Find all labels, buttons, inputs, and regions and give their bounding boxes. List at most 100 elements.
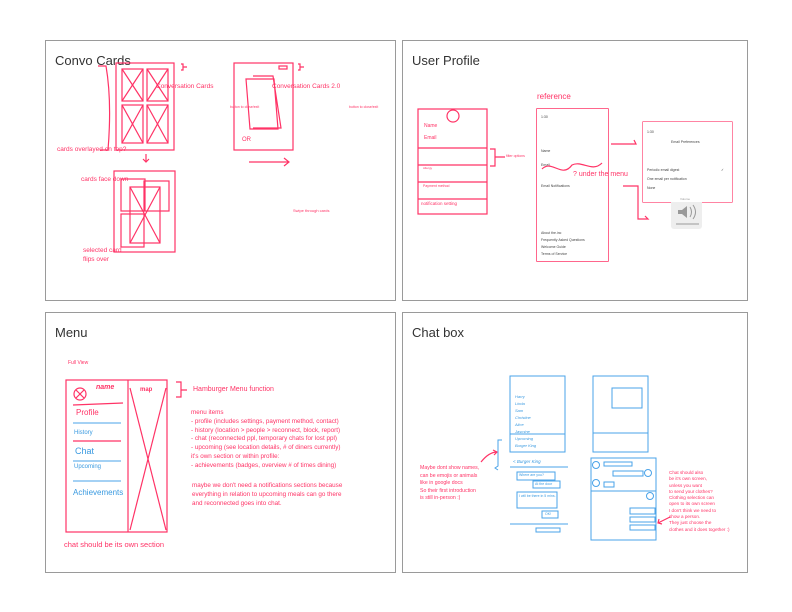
chat-name: Christine bbox=[515, 415, 531, 420]
ref-row: Name bbox=[541, 149, 551, 153]
menu-sketch bbox=[65, 379, 187, 533]
note-line: maybe we don't need a notifications sect… bbox=[192, 482, 343, 489]
ref-time: 1:30 bbox=[541, 115, 548, 119]
note-line: show a person. bbox=[669, 514, 701, 520]
note-line: and reconnected goes into chat. bbox=[192, 499, 282, 507]
chat-sketch bbox=[480, 375, 671, 541]
panel-title: Convo Cards bbox=[55, 53, 131, 68]
chat-bubble: At the door bbox=[535, 482, 553, 486]
note-line: be it's own screen, bbox=[669, 476, 707, 482]
reference-screenshot: 1:30 Name Email Email Notifications Abou… bbox=[537, 109, 608, 261]
chat-name: Alice bbox=[515, 422, 524, 427]
note-line: - history (location > people > reconnect… bbox=[191, 426, 341, 434]
menu-item-chat[interactable]: Chat bbox=[75, 446, 95, 456]
overlay-note: cards overlayed on top? bbox=[57, 146, 127, 153]
note-line: can be emojis or animals bbox=[420, 472, 478, 479]
venue-label: Burger King bbox=[515, 443, 537, 448]
button-note: button to close/exit bbox=[230, 105, 260, 109]
menu-item-profile[interactable]: Profile bbox=[76, 408, 99, 417]
pref-time: 1:30 bbox=[647, 130, 654, 134]
panel-user-profile: User Profile reference Name Email Allerg… bbox=[402, 40, 748, 301]
note-line: I don't think we need to bbox=[669, 507, 717, 513]
ref-row: Email bbox=[541, 163, 550, 167]
ref-row: Welcome Guide bbox=[541, 245, 566, 249]
panel-title: Menu bbox=[55, 325, 88, 340]
face-down-note: cards face down bbox=[81, 176, 129, 183]
pref-title: Email Preferences bbox=[671, 140, 700, 144]
conversation-cards-label: Conversation Cards bbox=[156, 83, 214, 90]
note-line: it's own section or within profile: bbox=[191, 452, 280, 460]
reference-label: reference bbox=[537, 92, 571, 101]
sketch-payment: Payment method bbox=[423, 184, 450, 188]
chat-section-note: chat should be its own section bbox=[64, 540, 165, 549]
menu-item-upcoming[interactable]: Upcoming bbox=[74, 464, 102, 470]
email-preferences-screenshot: 1:30 Email Preferences Periodic email di… bbox=[643, 122, 732, 202]
panel-title: User Profile bbox=[412, 53, 480, 68]
map-label: map bbox=[140, 387, 153, 393]
note-line: - chat (reconnected ppl, temporary chats… bbox=[191, 435, 337, 443]
note-line: open to its own screen bbox=[669, 501, 715, 507]
pref-option[interactable]: None bbox=[647, 186, 656, 190]
ref-row: Frequently Asked Questions bbox=[541, 238, 585, 242]
note-line: to send your clothes? bbox=[669, 488, 713, 494]
chat-name: Sam bbox=[515, 408, 524, 413]
selected-note-1: selected card bbox=[83, 247, 122, 254]
chat-header[interactable]: < Burger King bbox=[513, 459, 541, 464]
note-line: menu items bbox=[191, 409, 224, 416]
chat-bubble: OK! bbox=[545, 512, 552, 516]
upcoming-label: Upcoming bbox=[515, 436, 534, 441]
note-line: - profile (includes settings, payment me… bbox=[191, 417, 339, 425]
menu-item-achievements[interactable]: Achievements bbox=[73, 488, 124, 497]
note-line: Chat should also bbox=[669, 470, 704, 475]
note-line: is still in-person :) bbox=[420, 495, 461, 501]
check-icon: ✓ bbox=[721, 168, 724, 172]
hamburger-note: Hamburger Menu function bbox=[193, 386, 274, 393]
panel-title: Chat box bbox=[412, 325, 465, 340]
note-left: Maybe dont show names,can be emojis or a… bbox=[420, 465, 479, 503]
panel-menu: Menu Full View name Profile History Chat… bbox=[45, 312, 396, 573]
ref-row: About the.inc bbox=[541, 231, 562, 235]
note-line: Maybe dont show names, bbox=[420, 465, 480, 471]
scribble-overlay bbox=[541, 139, 637, 171]
menu-name: name bbox=[96, 384, 115, 391]
swipe-note: Swipe through cards bbox=[293, 208, 330, 213]
note-line: - achievements (badges, overview # of ti… bbox=[191, 461, 337, 469]
menu-item-history[interactable]: History bbox=[74, 430, 93, 436]
under-menu-note: ? under the menu bbox=[573, 171, 628, 178]
volume-label: Volume bbox=[680, 197, 691, 201]
note-line: - upcoming (see location details, # of d… bbox=[191, 444, 341, 452]
note-line: unless you want bbox=[669, 482, 702, 488]
conversation-cards-2-label: Conversation Cards 2.0 bbox=[272, 83, 341, 90]
full-view-label: Full View bbox=[68, 360, 89, 366]
selected-note-2: flips over bbox=[83, 256, 110, 263]
button-note-2: button to close/exit bbox=[349, 105, 379, 109]
sketch-allergy: Allergy bbox=[423, 166, 433, 170]
filter-options-note: filter options bbox=[506, 154, 525, 158]
note-line: So their first introduction bbox=[420, 487, 476, 494]
panel-convo-cards: Convo Cards Conversation Cards Conversat… bbox=[45, 40, 396, 301]
chat-name: Linda bbox=[515, 401, 525, 406]
chat-bubble: Where are you? bbox=[519, 473, 544, 477]
pref-option[interactable]: One email per notification bbox=[647, 177, 687, 181]
ref-row: Email Notifications bbox=[541, 184, 570, 188]
ref-row: Terms of Service bbox=[541, 252, 568, 256]
convo-sketch bbox=[98, 62, 304, 253]
pref-option[interactable]: Periodic email digest bbox=[647, 168, 680, 172]
note-line: everything in relation to upcoming meals… bbox=[192, 490, 342, 498]
chat-bubble: I will be there in 5 mins. bbox=[519, 494, 556, 498]
or-label: OR bbox=[242, 137, 251, 143]
sketch-name: Name bbox=[424, 123, 438, 129]
note-line: like in google docs bbox=[420, 480, 463, 486]
sketch-notification: notification setting bbox=[421, 201, 458, 206]
chat-name: Jasmine bbox=[515, 429, 530, 434]
note-line: Clothing selection can bbox=[669, 495, 714, 501]
note-line: They just choose the bbox=[669, 520, 712, 526]
chat-name: Harry bbox=[515, 394, 525, 399]
menu-items-notes: menu items - profile (includes settings,… bbox=[191, 409, 340, 471]
note-line: clothes and it does together :) bbox=[669, 526, 730, 532]
notifications-notes: maybe we don't need a notifications sect… bbox=[192, 482, 342, 508]
sketch-email: Email bbox=[424, 135, 437, 141]
